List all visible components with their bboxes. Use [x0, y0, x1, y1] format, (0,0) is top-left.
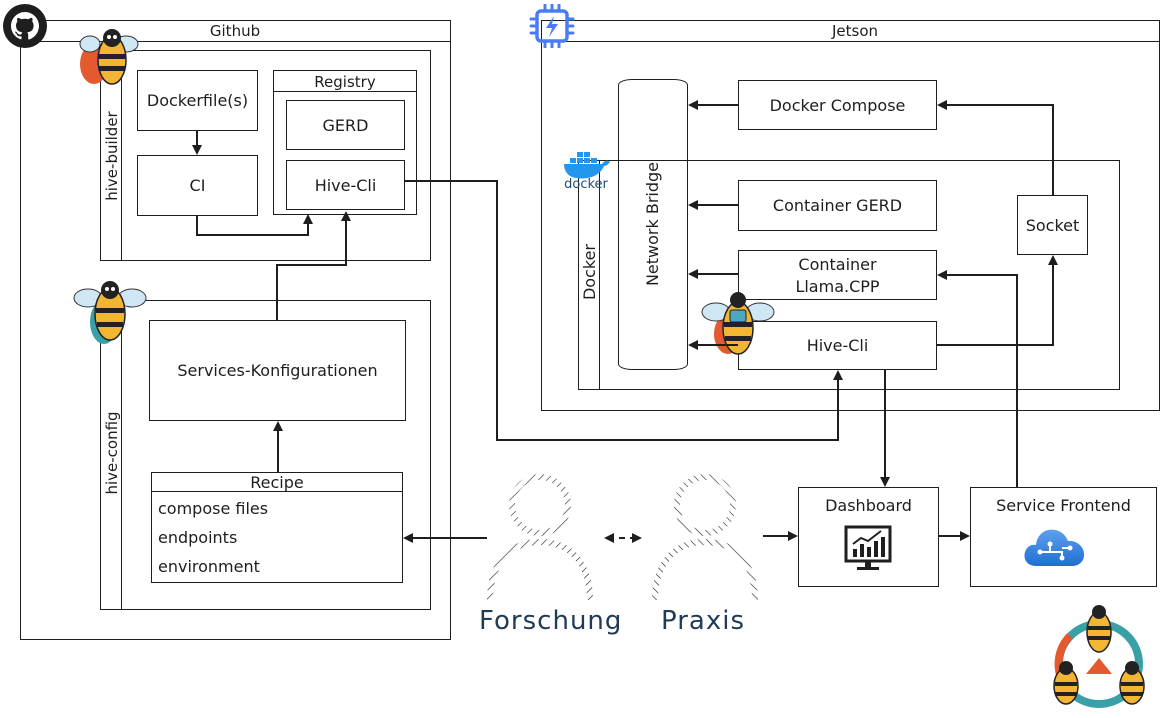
- registry-title: Registry: [314, 73, 376, 91]
- recipe-header-bar: [151, 472, 403, 492]
- hive-config-side-bar: [100, 300, 122, 610]
- forschung-person-icon: [480, 470, 600, 602]
- network-bridge-label: Network Bridge: [643, 161, 662, 287]
- docker-logo-text: docker: [564, 176, 608, 192]
- recipe-title: Recipe: [250, 472, 304, 492]
- hive-config-container: [100, 300, 431, 610]
- container-llama-label-line1: Container: [798, 254, 877, 274]
- hive-builder-label: hive-builder: [103, 111, 121, 201]
- dashboard-label: Dashboard: [825, 495, 912, 515]
- forschung-label: Forschung: [479, 606, 623, 636]
- hive-builder-side-bar: [100, 50, 122, 261]
- praxis-person-icon: [645, 470, 765, 602]
- container-gerd-label: Container GERD: [772, 196, 903, 215]
- ci-label: CI: [189, 176, 206, 195]
- bee-mascot-icon: [70, 272, 150, 348]
- dockerfiles-box[interactable]: [137, 70, 258, 131]
- dashboard-chart-icon: [843, 524, 893, 572]
- docker-whale-icon: [558, 146, 618, 192]
- recipe-box[interactable]: [151, 472, 403, 583]
- service-frontend-box[interactable]: [970, 487, 1157, 587]
- github-header-bar: [20, 20, 451, 42]
- registry-gerd-label: GERD: [322, 115, 369, 135]
- docker-compose-label: Docker Compose: [769, 95, 906, 115]
- cloud-service-icon: [1020, 522, 1090, 572]
- registry-hive-cli-box[interactable]: [286, 160, 405, 210]
- dashboard-box[interactable]: [798, 487, 939, 587]
- github-icon: [1, 2, 49, 50]
- processor-chip-icon: [528, 3, 576, 49]
- socket-label: Socket: [1025, 215, 1080, 235]
- praxis-label: Praxis: [661, 606, 745, 636]
- hive-builder-container: [100, 50, 431, 261]
- bee-swarm-logo-icon: [1040, 602, 1158, 714]
- socket-box[interactable]: [1017, 195, 1088, 255]
- bee-mascot-icon: [74, 24, 144, 90]
- dockerfiles-label: Dockerfile(s): [146, 91, 249, 110]
- docker-label: Docker: [580, 243, 599, 301]
- ci-box[interactable]: [137, 155, 258, 216]
- services-config-label: Services-Konfigurationen: [177, 361, 378, 380]
- jetson-title: Jetson: [831, 22, 879, 40]
- service-frontend-label: Service Frontend: [996, 495, 1131, 515]
- registry-hive-cli-label: Hive-Cli: [314, 175, 377, 195]
- bee-mascot-icon: [700, 286, 778, 360]
- github-title: Github: [209, 22, 261, 40]
- registry-gerd-box[interactable]: [286, 100, 405, 150]
- recipe-item-endpoints: endpoints: [158, 527, 238, 547]
- recipe-item-compose-files: compose files: [158, 498, 269, 518]
- jetson-header-bar: [541, 20, 1160, 42]
- recipe-item-environment: environment: [158, 556, 260, 576]
- registry-header-bar: [273, 70, 417, 92]
- hive-config-label: hive-config: [103, 411, 121, 495]
- docker-compose-box[interactable]: [738, 80, 937, 130]
